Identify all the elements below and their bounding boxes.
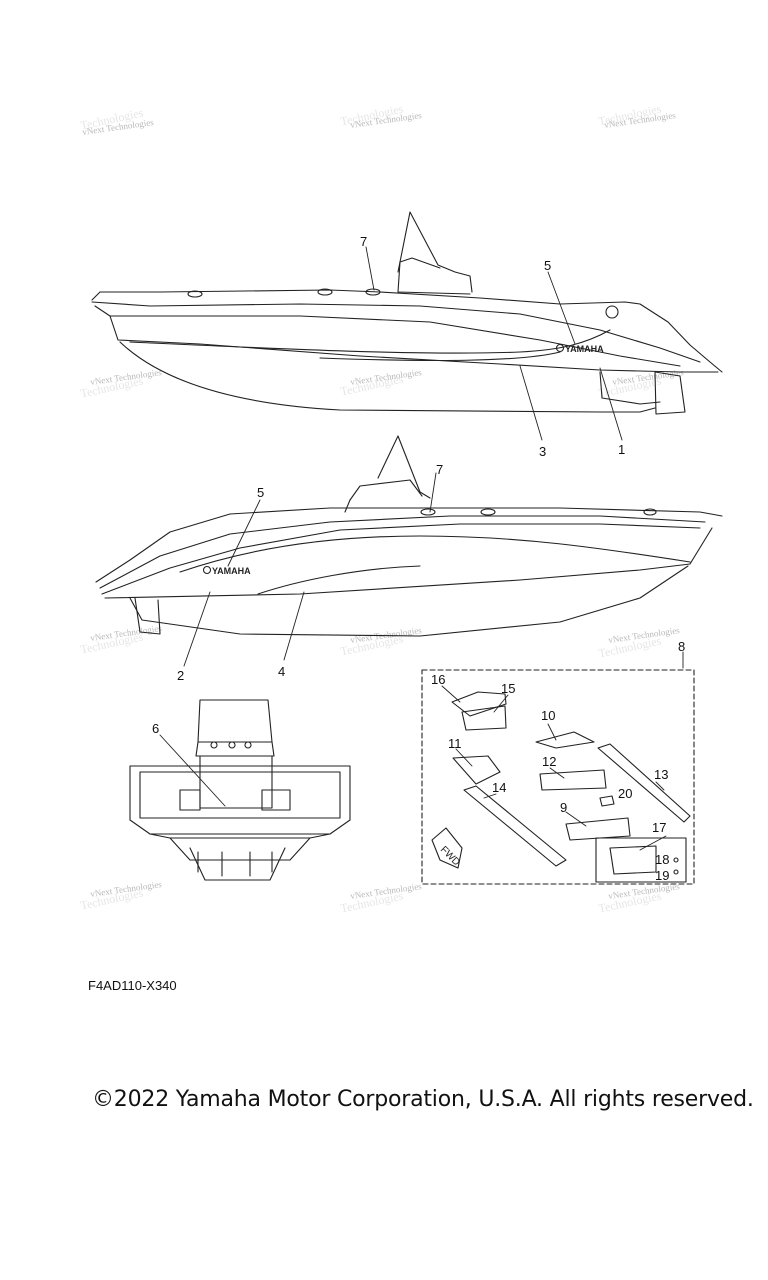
callout-4: 4 [278,664,285,679]
callout-14: 14 [492,780,506,795]
callout-numbers: 1 2 3 4 5 5 6 7 7 8 9 10 11 12 13 14 15 … [152,234,685,883]
callout-2: 2 [177,668,184,683]
callout-13: 13 [654,767,668,782]
callout-18: 18 [655,852,669,867]
callout-16: 16 [431,672,445,687]
callout-8: 8 [678,639,685,654]
callout-7: 7 [360,234,367,249]
callout-12: 12 [542,754,556,769]
callout-17: 17 [652,820,666,835]
callout-1: 1 [618,442,625,457]
copyright-notice: ©2022 Yamaha Motor Corporation, U.S.A. A… [92,1087,754,1112]
leader-lines [159,246,684,851]
diagram-reference-code: F4AD110-X340 [88,978,177,993]
yamaha-logo-decal: YAMAHA [212,566,251,576]
callout-7b: 7 [436,462,443,477]
boat-starboard-view: YAMAHA [91,211,723,415]
decal-kit-box: FWD [421,669,695,885]
callout-5b: 5 [257,485,264,500]
yamaha-logo-decal: YAMAHA [565,344,604,354]
callout-6: 6 [152,721,159,736]
boat-rear-view [129,699,351,881]
callout-11: 11 [448,736,462,751]
callout-3: 3 [539,444,546,459]
callout-15: 15 [501,681,515,696]
callout-10: 10 [541,708,555,723]
callout-9: 9 [560,800,567,815]
boat-port-view: YAMAHA [95,435,723,637]
callout-20: 20 [618,786,632,801]
callout-19: 19 [655,868,669,883]
callout-5: 5 [544,258,551,273]
